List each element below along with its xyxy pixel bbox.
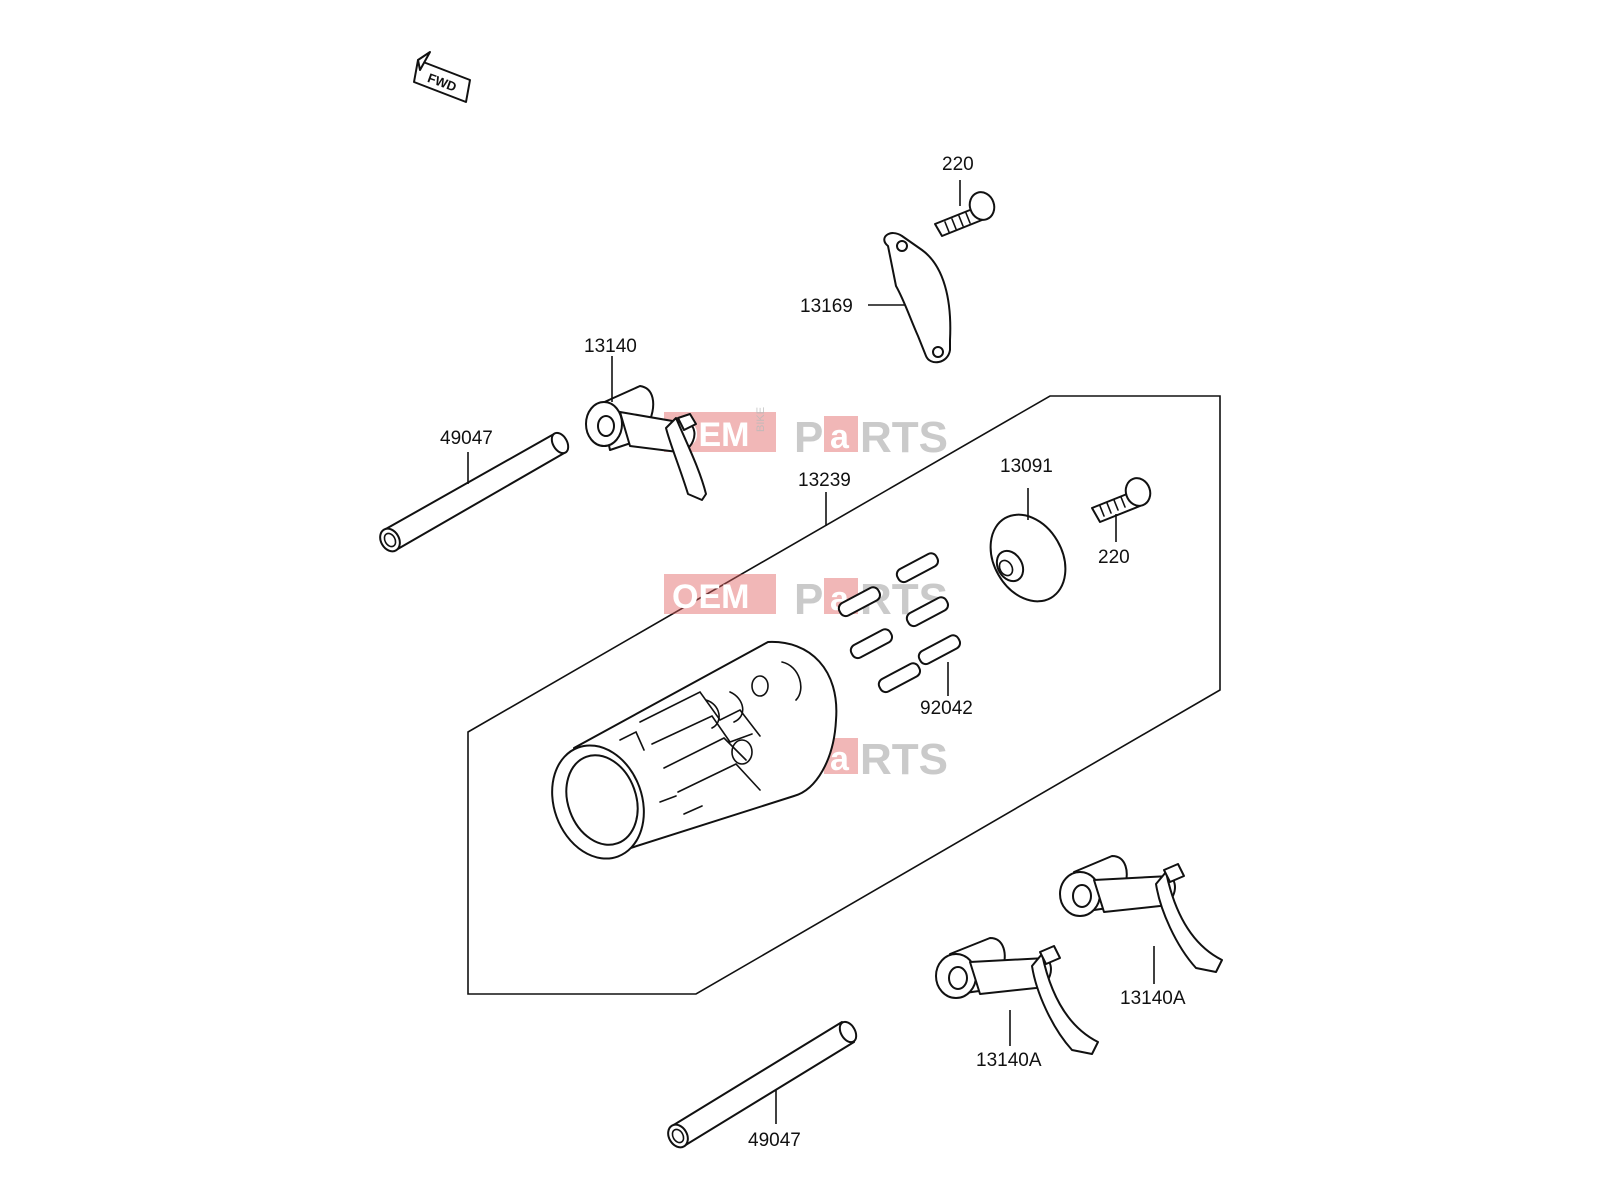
label-13091: 13091	[1000, 456, 1053, 477]
washer-13091	[989, 513, 1067, 603]
watermark-oem: OEM	[672, 578, 749, 616]
shift-drum-13239	[551, 640, 838, 860]
shift-fork-13140A-left	[935, 937, 1099, 1055]
shift-fork-13140A-right	[1059, 855, 1223, 973]
shaft-49047-top	[379, 431, 570, 553]
bolt-220-right	[1091, 477, 1152, 523]
label-13239: 13239	[798, 470, 851, 491]
plate-13169	[883, 232, 952, 364]
label-13140A-right: 13140A	[1120, 988, 1186, 1009]
shaft-49047-bottom	[667, 1020, 858, 1149]
watermark-a: a	[830, 740, 850, 778]
label-92042: 92042	[920, 698, 973, 719]
shift-fork-13140-top	[585, 385, 707, 501]
watermark-bike: BIKE	[755, 407, 767, 432]
label-49047-top: 49047	[440, 428, 493, 449]
label-220-top: 220	[942, 154, 974, 175]
pins-92042	[837, 552, 962, 694]
label-220-right: 220	[1098, 547, 1130, 568]
label-13140A-left: 13140A	[976, 1050, 1042, 1071]
watermark-top: OEM BIKE P a RTS	[664, 407, 948, 462]
assembly-outline	[467, 395, 1221, 995]
bolt-220-top	[934, 191, 996, 237]
watermark-rts: RTS	[860, 413, 948, 462]
fwd-arrow-icon: FWD	[413, 51, 471, 103]
label-49047-bottom: 49047	[748, 1130, 801, 1151]
watermark-p: P	[794, 413, 823, 462]
label-13140: 13140	[584, 336, 637, 357]
watermark-rts: RTS	[860, 735, 948, 784]
label-13169: 13169	[800, 296, 853, 317]
watermark-p: P	[794, 575, 823, 624]
watermark-a: a	[830, 418, 850, 456]
